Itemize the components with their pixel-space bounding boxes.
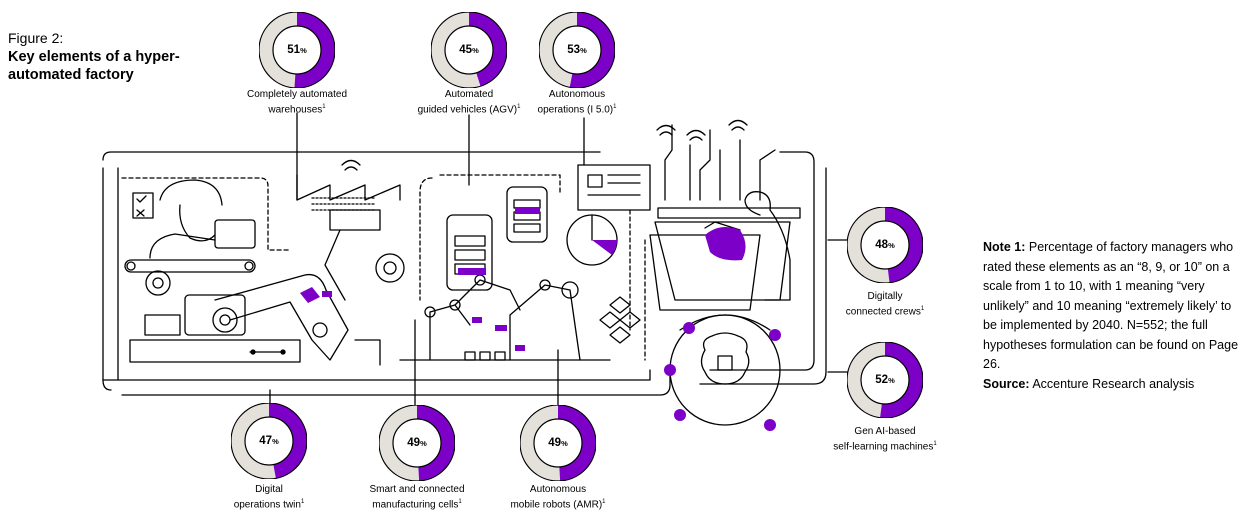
figure-label: Figure 2: (8, 30, 64, 46)
note-heading: Note 1: (983, 240, 1026, 254)
donut-manufacturing-cells: 49% (379, 405, 455, 481)
donut-chart-manufacturing-cells (379, 405, 455, 481)
donut-ops-twin: 47% (231, 403, 307, 479)
donut-connected-crews: 48% (847, 207, 923, 283)
donut-chart-agv (431, 12, 507, 88)
source-text: Accenture Research analysis (1032, 376, 1195, 391)
donut-autonomous-ops: 53% (539, 12, 615, 88)
donut-value-ops-twin: 47% (259, 435, 279, 447)
donut-chart-warehouses (259, 12, 335, 88)
donut-agv: 45% (431, 12, 507, 88)
donut-value-amr: 49% (548, 437, 568, 449)
donut-value-manufacturing-cells: 49% (407, 437, 427, 449)
note-block: Note 1: Percentage of factory managers w… (983, 238, 1245, 394)
donut-amr: 49% (520, 405, 596, 481)
donut-chart-autonomous-ops (539, 12, 615, 88)
donut-chart-amr (520, 405, 596, 481)
donut-value-warehouses: 51% (287, 44, 307, 56)
donut-warehouses: 51% (259, 12, 335, 88)
donut-genai-machines: 52% (847, 342, 923, 418)
donut-value-autonomous-ops: 53% (567, 44, 587, 56)
donut-chart-genai-machines (847, 342, 923, 418)
donut-value-connected-crews: 48% (875, 239, 895, 251)
donut-chart-ops-twin (231, 403, 307, 479)
donut-value-genai-machines: 52% (875, 374, 895, 386)
donut-value-agv: 45% (459, 44, 479, 56)
note-text: Percentage of factory managers who rated… (983, 240, 1239, 371)
source-heading: Source: (983, 376, 1030, 391)
figure-title: Key elements of a hyper-automated factor… (8, 49, 180, 83)
donut-chart-connected-crews (847, 207, 923, 283)
